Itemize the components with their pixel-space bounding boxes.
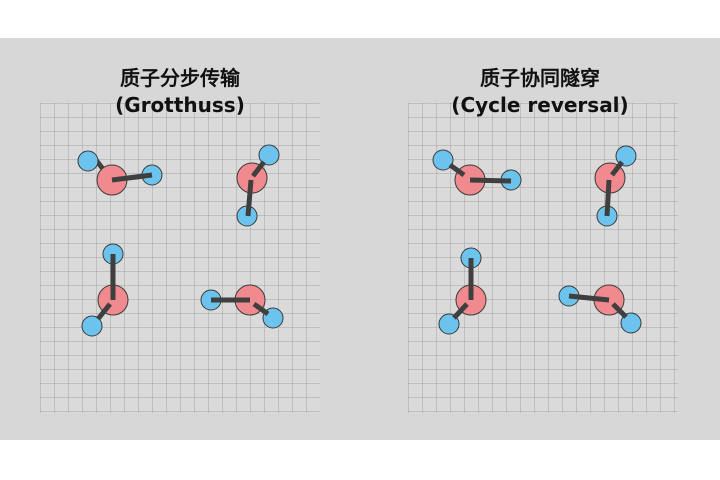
panel-cycle-reversal: 质子协同隧穿 (Cycle reversal) <box>360 38 720 440</box>
bond <box>251 160 266 178</box>
hydrogen-atom <box>615 145 637 167</box>
bond <box>252 301 270 317</box>
hydrogen-atom <box>620 312 642 334</box>
panel-title-line-1: 质子协同隧穿 <box>480 66 600 90</box>
panel-title-line-2: (Grotthuss) <box>115 93 245 117</box>
bond <box>452 302 469 320</box>
bond <box>469 177 512 184</box>
water-molecule <box>438 247 487 335</box>
hydrogen-atom <box>258 144 280 166</box>
panel-title-line-2: (Cycle reversal) <box>451 93 629 117</box>
water-molecule <box>594 145 637 227</box>
bond <box>96 302 112 321</box>
diagram-stage: 质子分步传输 (Grotthuss) <box>0 38 720 440</box>
bond <box>604 179 612 217</box>
water-molecule <box>77 150 163 196</box>
bond <box>611 302 628 319</box>
water-molecule <box>81 243 129 337</box>
hydrogen-atom <box>81 315 103 337</box>
water-molecule <box>432 149 522 196</box>
water-molecule <box>558 284 642 334</box>
water-molecules-left <box>77 144 284 337</box>
bond <box>245 179 254 217</box>
bond <box>448 162 466 178</box>
water-molecule <box>200 284 284 329</box>
hydrogen-atom <box>77 150 99 172</box>
hydrogen-atom <box>438 313 460 335</box>
water-molecules-right <box>432 145 642 335</box>
panel-grotthuss: 质子分步传输 (Grotthuss) <box>0 38 360 440</box>
bond-overlay <box>111 172 153 183</box>
bond <box>610 160 624 177</box>
bond <box>568 293 610 303</box>
panel-title-line-1: 质子分步传输 <box>120 66 240 90</box>
water-molecule <box>236 144 280 227</box>
hydrogen-atom <box>432 149 454 171</box>
